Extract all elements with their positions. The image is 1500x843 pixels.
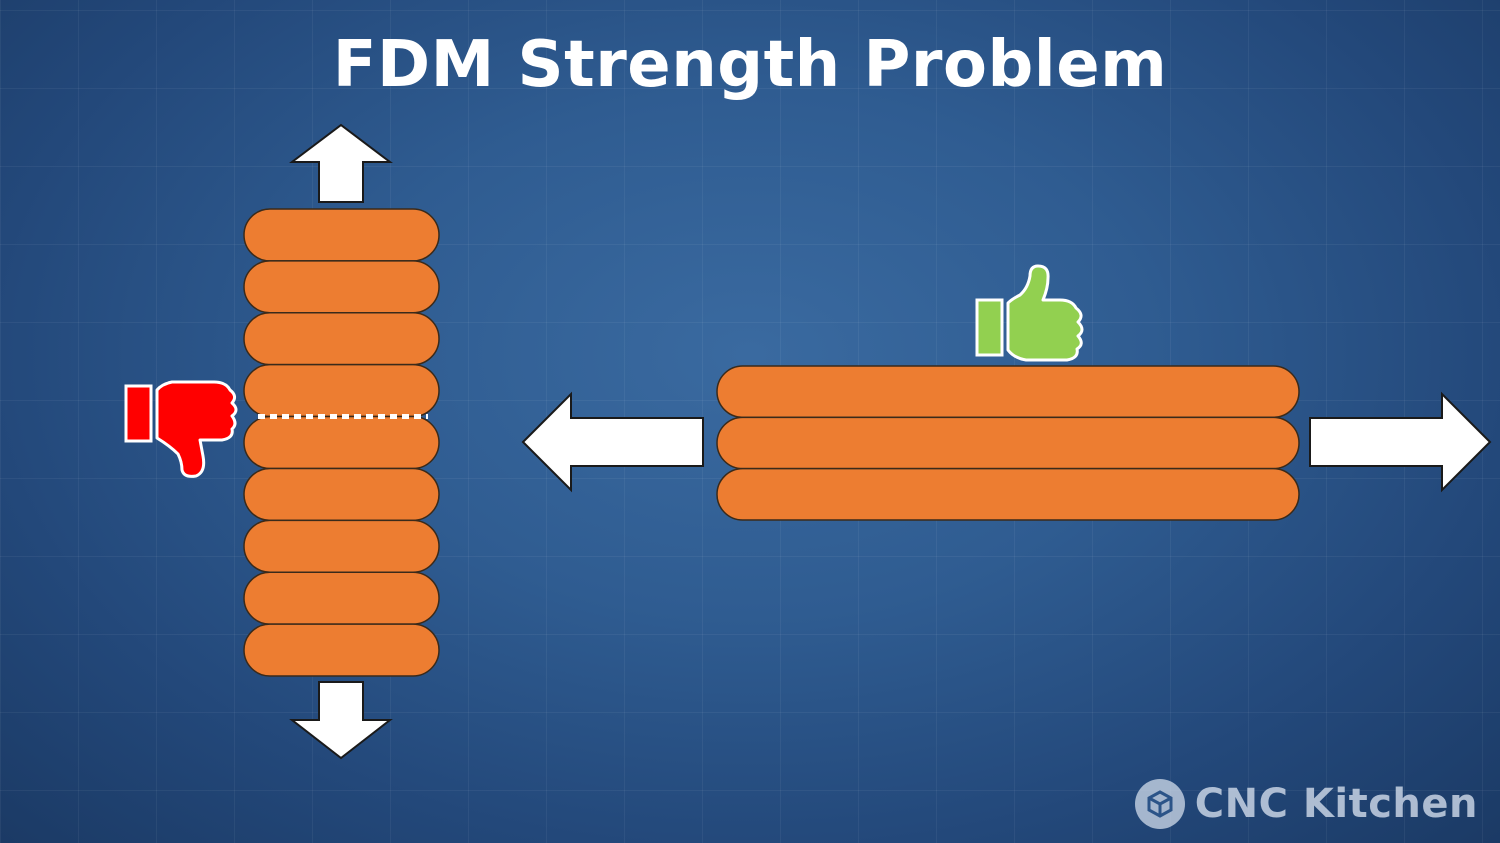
vertical-layer-stack	[243, 208, 440, 677]
arrow-left-icon	[521, 391, 704, 493]
slide-title: FDM Strength Problem	[332, 28, 1168, 102]
vertical-layer	[243, 363, 440, 418]
arrow-down-icon	[289, 681, 393, 760]
vertical-layer	[243, 415, 440, 470]
vertical-layer	[243, 623, 440, 677]
arrow-up-icon	[289, 123, 393, 203]
brand-watermark: CNC Kitchen	[1134, 779, 1478, 829]
vertical-layer	[243, 571, 440, 625]
thumbs-down-icon	[124, 380, 238, 478]
vertical-layer	[243, 467, 440, 522]
thumbs-up-icon	[975, 264, 1084, 362]
horizontal-layer	[716, 416, 1300, 470]
vertical-layer	[243, 208, 440, 262]
brand-name: CNC Kitchen	[1194, 781, 1478, 827]
horizontal-layer	[716, 365, 1300, 419]
arrow-right-icon	[1309, 391, 1492, 493]
horizontal-layer	[716, 467, 1300, 521]
vertical-layer	[243, 260, 440, 314]
cnc-kitchen-logo-icon	[1134, 779, 1185, 829]
vertical-layer	[243, 519, 440, 573]
vertical-layer	[243, 312, 440, 366]
horizontal-layer-stack	[716, 365, 1300, 521]
